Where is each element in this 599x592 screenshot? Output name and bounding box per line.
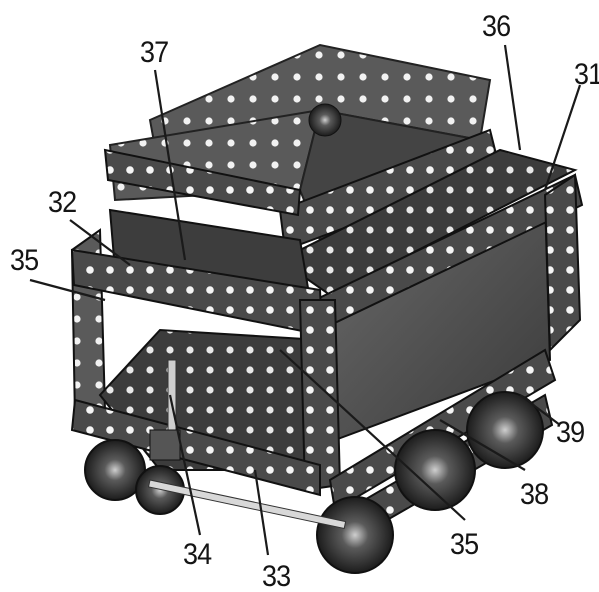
front-right-wheel — [316, 496, 394, 574]
rear-end-strip — [543, 173, 582, 353]
leader-32 — [69, 219, 131, 266]
callout-34: 34 — [183, 538, 212, 571]
leader-34 — [168, 394, 202, 536]
upper-tray-left-strip — [103, 148, 302, 217]
leader-36 — [503, 44, 522, 151]
upper-tray — [103, 43, 502, 252]
leader-38 — [439, 419, 526, 471]
callout-31: 31 — [574, 58, 599, 91]
callout-38: 38 — [520, 478, 549, 511]
callout-35-bottom: 35 — [450, 528, 479, 561]
callout-33: 33 — [262, 560, 291, 592]
bracket-block — [149, 429, 181, 461]
callout-32: 32 — [48, 186, 77, 219]
leader-lines — [29, 44, 582, 556]
front-bottom-strip — [70, 398, 321, 497]
leader-35a — [29, 278, 106, 302]
callout-35-left: 35 — [10, 244, 39, 277]
callout-39: 39 — [556, 416, 585, 449]
front-axle — [147, 479, 347, 530]
main-body — [70, 148, 584, 497]
leader-37 — [153, 69, 187, 261]
leader-39 — [519, 394, 561, 426]
callout-36: 36 — [482, 10, 511, 43]
leader-35b — [279, 349, 466, 521]
middle-wheel — [394, 429, 476, 511]
leader-33 — [253, 469, 270, 556]
upper-crank-wheel — [308, 103, 342, 137]
rear-wheel — [466, 391, 544, 469]
callout-37: 37 — [140, 36, 169, 69]
running-gear — [84, 348, 557, 574]
top-deck-plate — [278, 148, 578, 297]
leader-31 — [543, 84, 582, 191]
